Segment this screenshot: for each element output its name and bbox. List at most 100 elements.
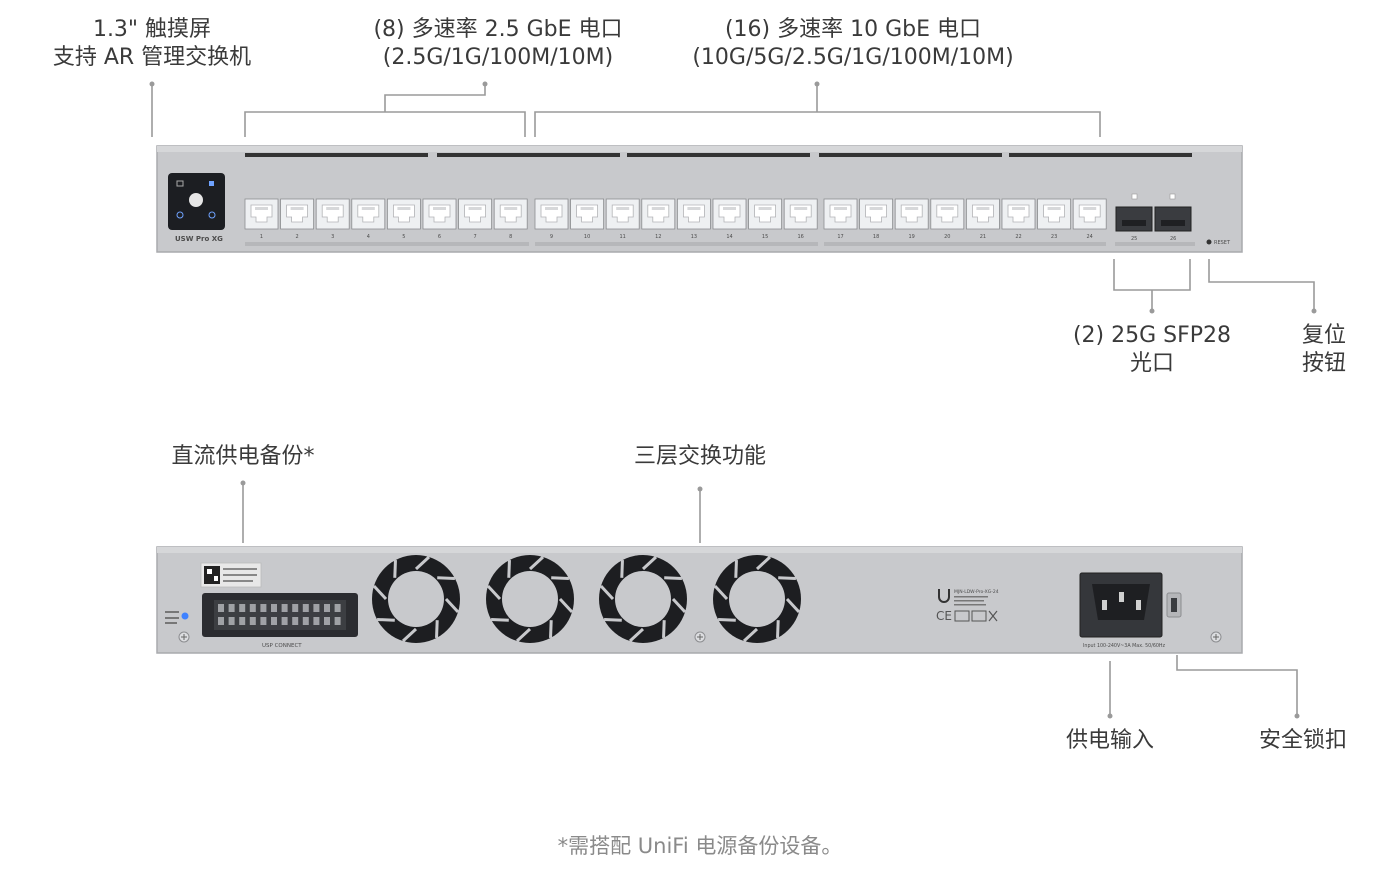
- usp-dc-connector: [202, 593, 358, 637]
- callout-10g-ports-line2: (10G/5G/2.5G/1G/100M/10M): [692, 45, 1014, 70]
- rj45-port: [244, 198, 279, 230]
- sfp-number-26: 26: [1170, 236, 1176, 242]
- rj45-port: [605, 198, 640, 230]
- port-number: 9: [550, 234, 553, 240]
- callout-dc-backup: 直流供电备份*: [171, 443, 314, 471]
- port-number: 7: [474, 234, 477, 240]
- port-number: 21: [980, 234, 986, 240]
- front-leader-lines: [149, 81, 1317, 314]
- port-number: 11: [620, 234, 626, 240]
- power-rating-label: Input 100-240V~3A Max. 50/60Hz: [1083, 643, 1166, 649]
- callout-sfp28-line2: 光口: [1129, 351, 1175, 376]
- fan-vent: [486, 555, 574, 643]
- callout-25g-ports-line2: (2.5G/1G/100M/10M): [382, 45, 614, 70]
- rj45-port: [641, 198, 676, 230]
- port-number: 17: [837, 234, 843, 240]
- port-number: 1: [260, 234, 263, 240]
- rj45-port: [280, 198, 315, 230]
- callout-reset: 复位 按钮: [1302, 322, 1346, 378]
- sfp28-port-group: 25 26: [1115, 193, 1192, 242]
- callout-power-input: 供电输入: [1066, 727, 1154, 755]
- sfp28-port: [1154, 206, 1192, 232]
- callout-10g-ports: (16) 多速率 10 GbE 电口 (10G/5G/2.5G/1G/100M/…: [692, 16, 1013, 72]
- fan-vent: [599, 555, 687, 643]
- callout-reset-line1: 复位: [1301, 323, 1347, 348]
- port-number: 24: [1087, 234, 1093, 240]
- port-number: 16: [798, 234, 804, 240]
- security-lock-slot: [1166, 592, 1182, 618]
- callout-reset-line2: 按钮: [1301, 351, 1347, 376]
- fan-vent: [713, 555, 801, 643]
- port-number: 22: [1015, 234, 1021, 240]
- rear-leader-lines: [240, 480, 1300, 719]
- port-number: 19: [909, 234, 915, 240]
- port-number: 10: [584, 234, 590, 240]
- port-number: 4: [367, 234, 370, 240]
- callout-layer3: 三层交换功能: [634, 443, 766, 471]
- rj45-port: [422, 198, 457, 230]
- port-number: 6: [438, 234, 441, 240]
- port-number: 23: [1051, 234, 1057, 240]
- rj45-port: [386, 198, 421, 230]
- callout-power-input-text: 供电输入: [1065, 728, 1155, 753]
- rj45-port: [315, 198, 350, 230]
- callout-touchscreen-line1: 1.3" 触摸屏: [92, 17, 212, 42]
- port-number: 3: [331, 234, 334, 240]
- rj45-port-group: [244, 198, 1107, 230]
- svg-text:CE: CE: [936, 609, 952, 623]
- port-number: 2: [296, 234, 299, 240]
- rj45-port: [966, 198, 1000, 230]
- rj45-port: [859, 198, 893, 230]
- rj45-port: [930, 198, 965, 230]
- callout-25g-ports-line1: (8) 多速率 2.5 GbE 电口: [373, 17, 623, 42]
- rj45-port: [570, 198, 604, 230]
- touchscreen: [168, 173, 225, 230]
- rj45-port: [351, 198, 386, 230]
- rj45-port: [748, 198, 782, 230]
- port-number: 18: [873, 234, 879, 240]
- reset-button: [1206, 239, 1212, 245]
- cooling-fans: [372, 555, 801, 643]
- callout-10g-ports-line1: (16) 多速率 10 GbE 电口: [724, 17, 982, 42]
- rear-panel: USP CONNECT MJN-LDW-Pro-XG-24 CE Inpu: [156, 546, 1243, 654]
- callout-security-lock-text: 安全锁扣: [1258, 728, 1348, 753]
- port-number: 13: [691, 234, 697, 240]
- rj45-port: [1001, 198, 1036, 230]
- reset-label: RESET: [1214, 240, 1231, 246]
- port-number: 15: [762, 234, 768, 240]
- rj45-port: [1072, 198, 1107, 230]
- sfp-number-25: 25: [1131, 236, 1137, 242]
- callout-touchscreen: 1.3" 触摸屏 支持 AR 管理交换机: [53, 16, 251, 72]
- port-number: 5: [402, 234, 405, 240]
- callout-layer3-text: 三层交换功能: [633, 444, 767, 469]
- rj45-port: [493, 198, 528, 230]
- footnote: *需搭配 UniFi 电源备份设备。: [557, 834, 843, 858]
- rj45-port: [458, 198, 493, 230]
- port-number: 14: [726, 234, 732, 240]
- fan-vent: [372, 555, 460, 643]
- rj45-port: [783, 198, 818, 230]
- rj45-port: [823, 198, 858, 230]
- rj45-port: [894, 198, 929, 230]
- rj45-port: [677, 198, 711, 230]
- callout-security-lock: 安全锁扣: [1259, 727, 1347, 755]
- rj45-port: [712, 198, 747, 230]
- chassis-screws: [178, 631, 1222, 643]
- callout-sfp28-line1: (2) 25G SFP28: [1072, 323, 1232, 348]
- port-number: 20: [944, 234, 950, 240]
- rear-model-label: MJN-LDW-Pro-XG-24: [954, 589, 999, 595]
- callout-25g-ports: (8) 多速率 2.5 GbE 电口 (2.5G/1G/100M/10M): [373, 16, 622, 72]
- callout-touchscreen-line2: 支持 AR 管理交换机: [52, 45, 252, 70]
- ac-power-inlet: [1079, 572, 1163, 638]
- port-number: 12: [655, 234, 661, 240]
- usp-connect-label: USP CONNECT: [262, 643, 302, 649]
- rj45-port: [534, 198, 569, 230]
- callout-dc-backup-text: 直流供电备份*: [171, 444, 315, 469]
- callout-sfp28: (2) 25G SFP28 光口: [1073, 322, 1231, 378]
- qr-code-label: [200, 562, 262, 588]
- model-label: USW Pro XG: [175, 235, 223, 243]
- rj45-port: [1037, 198, 1071, 230]
